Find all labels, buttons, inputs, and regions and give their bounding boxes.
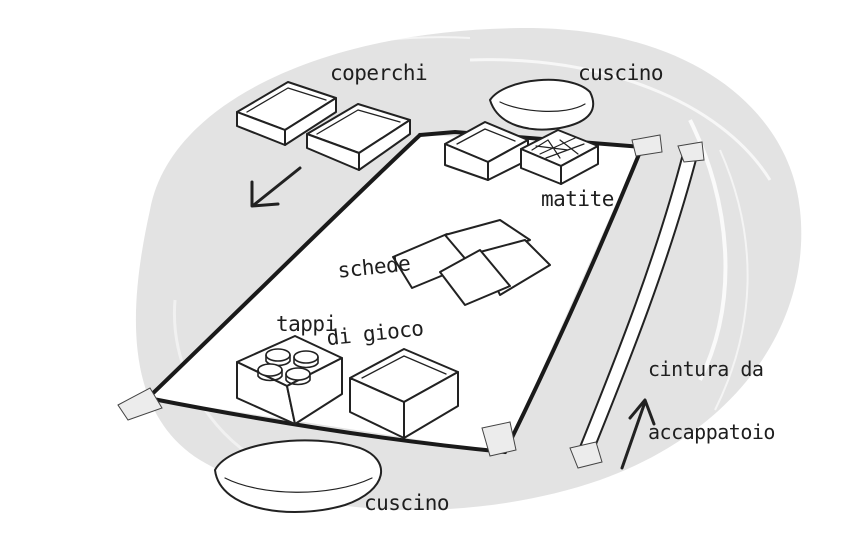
arrow-up-icon (620, 398, 656, 470)
bottle-cap (257, 363, 283, 382)
game-cards (392, 219, 551, 306)
label-cintura-da-accappatoio: cintura da accappatoio (648, 317, 775, 464)
lid-right (306, 103, 411, 171)
arrow-down-left-icon (250, 166, 302, 208)
label-schede-line1: schede (336, 251, 412, 283)
bottle-cap (293, 350, 319, 369)
cushion-top (489, 78, 595, 131)
box-top-empty (444, 121, 529, 181)
label-cintura-line1: cintura da (648, 357, 764, 381)
label-tappi: tappi (276, 312, 337, 336)
label-matite: matite (541, 187, 614, 211)
tape-piece (631, 134, 663, 157)
tape-piece (481, 421, 517, 457)
label-coperchi: coperchi (330, 61, 428, 85)
label-schede-line2: di gioco (325, 316, 425, 351)
label-cuscino-bottom: cuscino (364, 491, 450, 515)
label-schede-di-gioco: schede di gioco (314, 208, 427, 372)
box-bottom-empty (349, 348, 459, 439)
label-cuscino-top: cuscino (578, 61, 664, 85)
box-pencils (520, 129, 599, 185)
tape-piece (117, 387, 163, 421)
box-caps (236, 335, 343, 425)
cushion-bottom (214, 439, 383, 513)
label-cintura-line2: accappatoio (648, 420, 775, 444)
bottle-cap (285, 367, 311, 386)
bathrobe-belt (569, 141, 705, 469)
lid-left (236, 81, 337, 146)
